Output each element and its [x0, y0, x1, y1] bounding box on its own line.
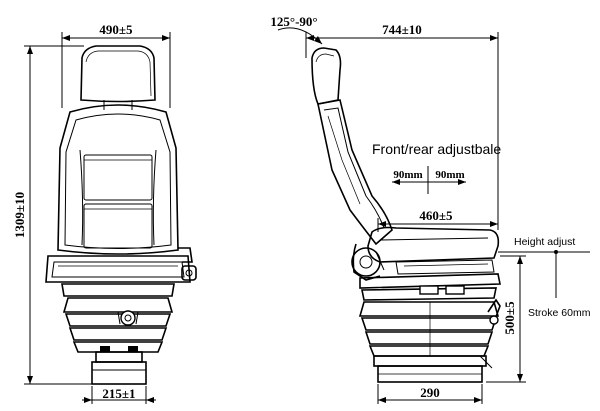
- side-base-label: 290: [420, 385, 440, 400]
- stroke-label: Stroke 60mm: [528, 307, 591, 319]
- recline-angle-label: 125°-90°: [270, 14, 317, 29]
- side-depth-dimension: 744±10: [305, 22, 499, 230]
- side-depth-label: 744±10: [382, 22, 422, 37]
- height-adjust-annotation: Height adjust Stroke 60mm: [498, 236, 591, 319]
- recline-angle-dimension: 125°-90°: [270, 14, 323, 45]
- seat-height-label: 500±5: [502, 301, 517, 335]
- slide-adjustment-annotation: Front/rear adjustbale 90mm 90mm: [372, 141, 501, 194]
- side-view: [311, 47, 501, 383]
- slide-rear-label: 90mm: [435, 169, 464, 181]
- slide-front-label: 90mm: [393, 169, 422, 181]
- front-bellows: [62, 297, 174, 353]
- side-bellows: [358, 301, 500, 357]
- seat-height-dimension: 500±5: [486, 255, 526, 383]
- seat-depth-label: 460±5: [419, 208, 453, 223]
- front-base-dimension: 215±1: [82, 386, 156, 404]
- front-view: [45, 45, 197, 385]
- height-adjust-label: Height adjust: [514, 236, 575, 248]
- seat-depth-dimension: 460±5: [377, 208, 498, 232]
- front-height-label: 1309±10: [12, 192, 27, 238]
- side-base-dimension: 290: [377, 384, 483, 404]
- slide-title: Front/rear adjustbale: [372, 141, 501, 157]
- front-width-label: 490±5: [99, 22, 133, 37]
- front-base-label: 215±1: [102, 386, 135, 401]
- front-width-dimension: 490±5: [61, 22, 171, 108]
- front-height-dimension: 1309±10: [12, 45, 92, 385]
